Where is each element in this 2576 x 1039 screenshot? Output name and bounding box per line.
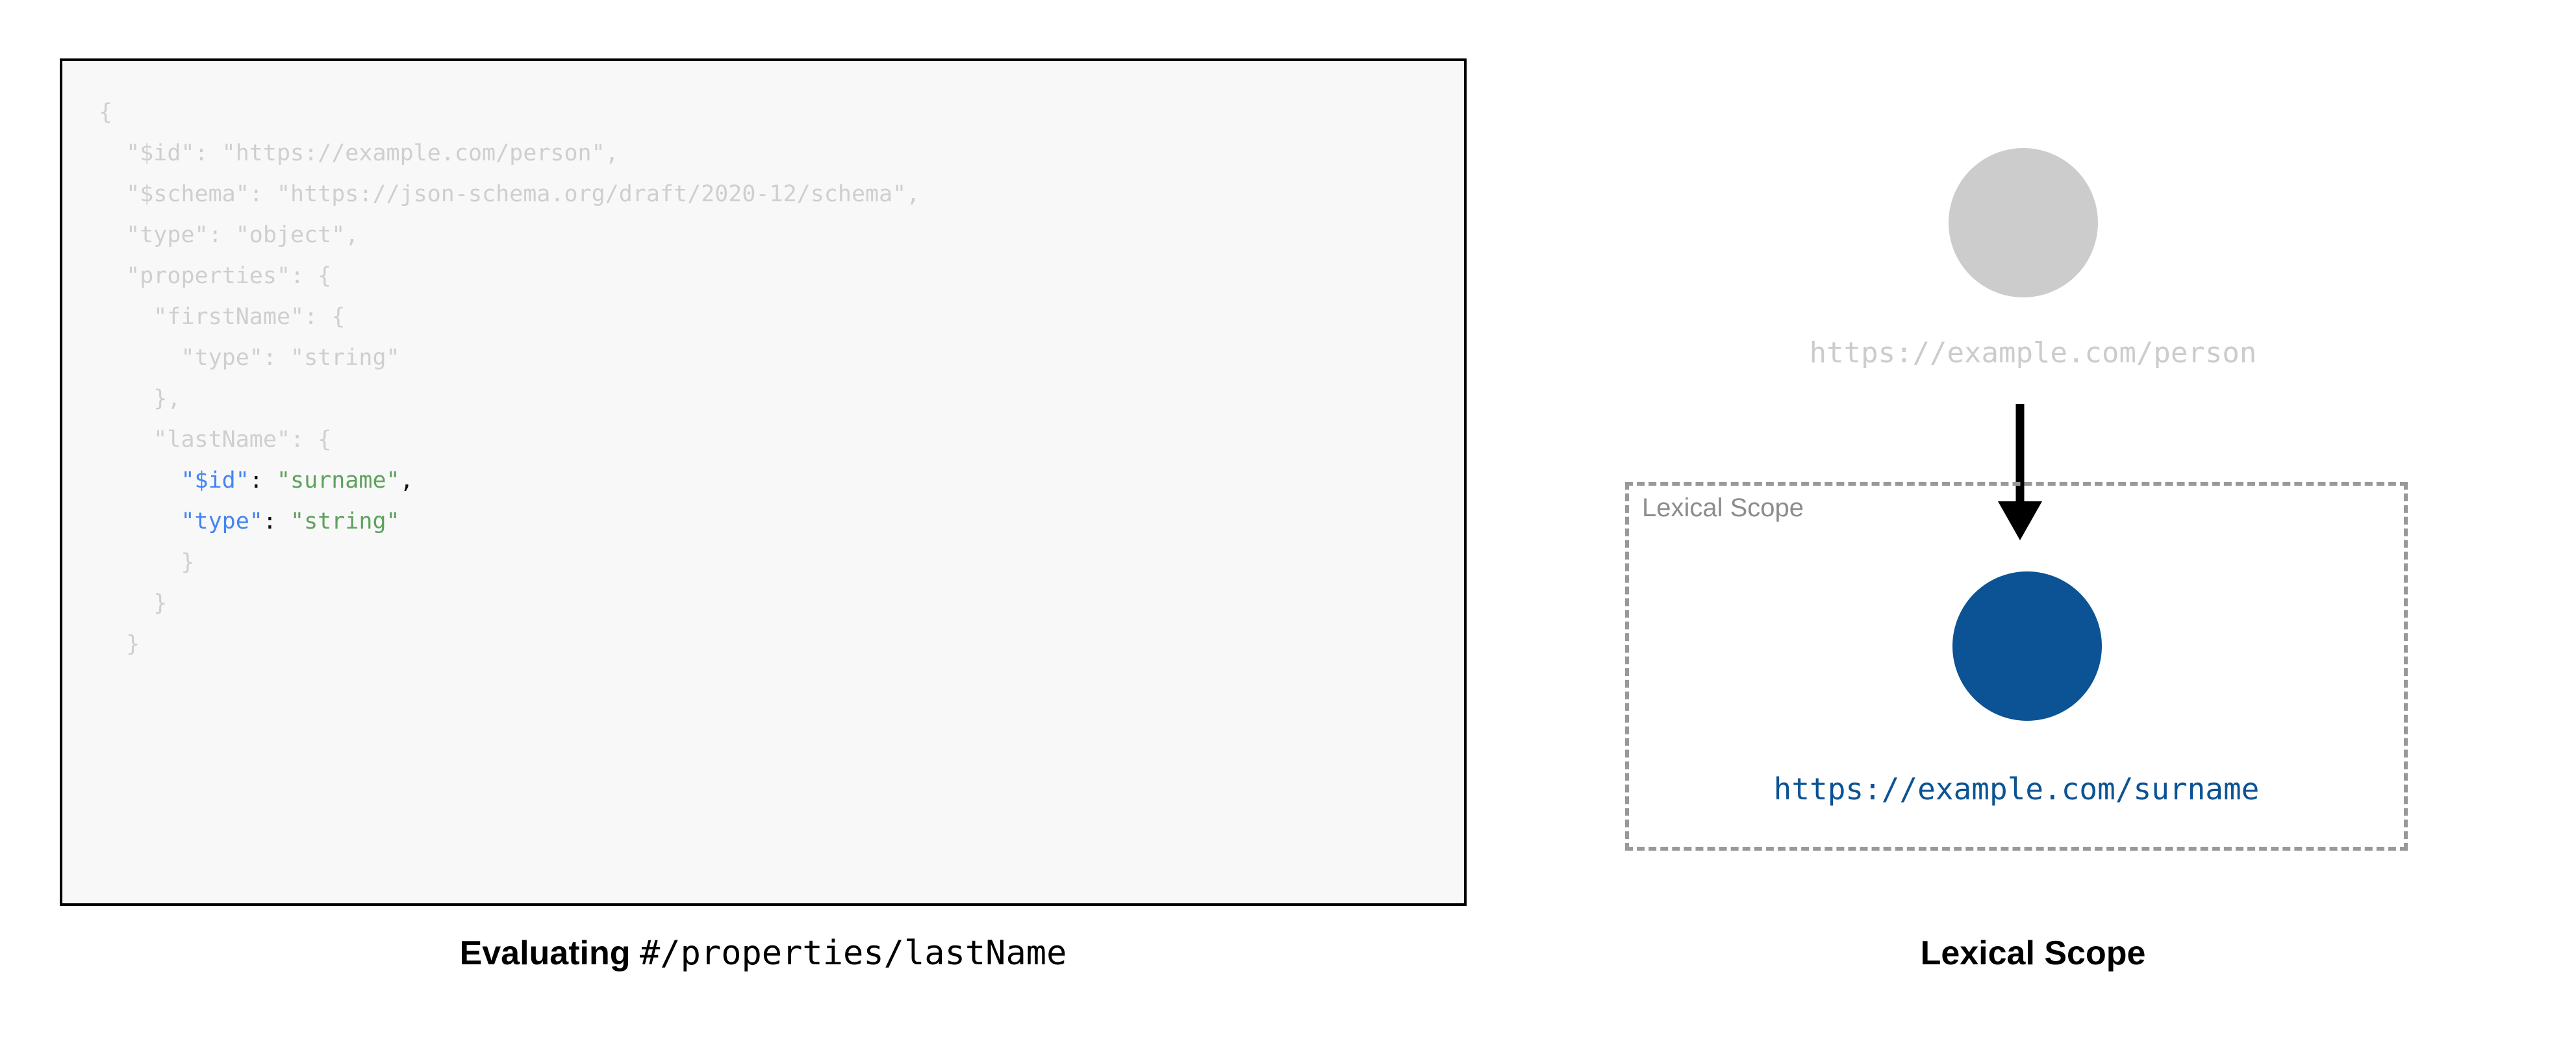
code-indent — [99, 140, 126, 166]
code-indent — [99, 549, 181, 575]
code-token-str: "string" — [290, 508, 400, 534]
code-line: "type": "object", — [99, 215, 920, 256]
schema-code-panel: { "$id": "https://example.com/person", "… — [60, 58, 1467, 973]
outer-schema-node-label: https://example.com/person — [1809, 336, 2257, 369]
code-line: "$id": "surname", — [99, 460, 920, 501]
code-token-str: "surname" — [276, 468, 400, 494]
code-line: "properties": { — [99, 256, 920, 297]
code-token-dim: } — [153, 590, 168, 616]
code-line: "type": "string" — [99, 338, 920, 379]
code-token-dim: "lastName": { — [153, 427, 332, 453]
lexical-scope-title-label: Lexical Scope — [1642, 494, 1804, 522]
code-indent — [99, 304, 153, 330]
outer-schema-node-circle — [1949, 148, 2098, 297]
code-line: "type": "string" — [99, 501, 920, 542]
code-line: } — [99, 624, 920, 665]
code-indent — [99, 345, 181, 371]
code-token-dim: "$id": "https://example.com/person", — [126, 140, 619, 166]
code-line: { — [99, 92, 920, 133]
inner-schema-node-circle — [1952, 571, 2102, 721]
code-indent — [99, 222, 126, 248]
code-indent — [99, 590, 153, 616]
code-indent — [99, 427, 153, 453]
code-token-dim: "type": "string" — [181, 345, 400, 371]
code-indent — [99, 263, 126, 289]
right-panel-caption: Lexical Scope — [1920, 934, 2146, 972]
code-token-dim: } — [181, 549, 195, 575]
code-indent — [99, 468, 181, 494]
code-line: "lastName": { — [99, 419, 920, 460]
lexical-scope-boundary — [1625, 482, 2408, 851]
code-token-dim: { — [99, 99, 113, 125]
code-token-dim: "$schema": "https://json-schema.org/draf… — [126, 181, 920, 207]
json-schema-code-block: { "$id": "https://example.com/person", "… — [60, 58, 1467, 906]
code-line: } — [99, 542, 920, 583]
code-line: "$schema": "https://json-schema.org/draf… — [99, 174, 920, 215]
code-lines-container: { "$id": "https://example.com/person", "… — [99, 92, 920, 665]
code-indent — [99, 508, 181, 534]
evaluating-pointer: #/properties/lastName — [639, 934, 1067, 973]
code-token-pun: : — [249, 468, 277, 494]
code-line: "$id": "https://example.com/person", — [99, 133, 920, 174]
code-token-dim: } — [126, 631, 140, 657]
code-line: } — [99, 583, 920, 624]
evaluating-label: Evaluating — [459, 934, 640, 972]
code-token-dim: "type": "object", — [126, 222, 359, 248]
down-arrow-icon — [1981, 404, 2059, 547]
inner-schema-node-label: https://example.com/surname — [1773, 771, 2260, 807]
code-token-pun: , — [399, 468, 414, 494]
code-indent — [99, 386, 153, 412]
code-token-pun: : — [262, 508, 291, 534]
code-indent — [99, 181, 126, 207]
code-line: "firstName": { — [99, 297, 920, 338]
left-panel-caption: Evaluating #/properties/lastName — [60, 934, 1467, 973]
lexical-scope-diagram-panel: https://example.com/person Lexical Scope… — [1526, 0, 2576, 1039]
code-line: }, — [99, 379, 920, 419]
code-token-key: "type" — [181, 508, 263, 534]
code-token-dim: }, — [153, 386, 181, 412]
code-indent — [99, 631, 126, 657]
code-token-key: "$id" — [181, 468, 249, 494]
code-token-dim: "properties": { — [126, 263, 332, 289]
code-token-dim: "firstName": { — [153, 304, 346, 330]
